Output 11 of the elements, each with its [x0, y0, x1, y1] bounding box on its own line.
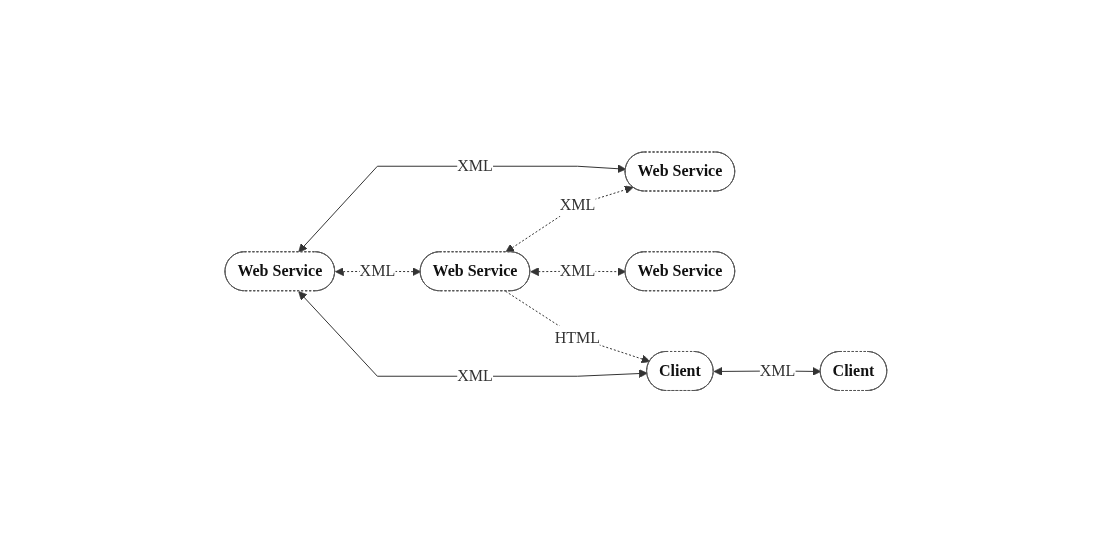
edge-label: XML — [759, 361, 795, 379]
arrow — [297, 164, 626, 253]
arrow — [297, 290, 648, 378]
edge-label: XML — [559, 261, 595, 279]
edge-label: XML — [559, 195, 595, 213]
edge-label: HTML — [554, 328, 600, 346]
edge-label: XML — [359, 261, 395, 279]
arrow — [504, 290, 650, 363]
arrow — [505, 185, 634, 253]
edge-label: XML — [456, 157, 493, 174]
edge-label: XML — [456, 366, 493, 384]
